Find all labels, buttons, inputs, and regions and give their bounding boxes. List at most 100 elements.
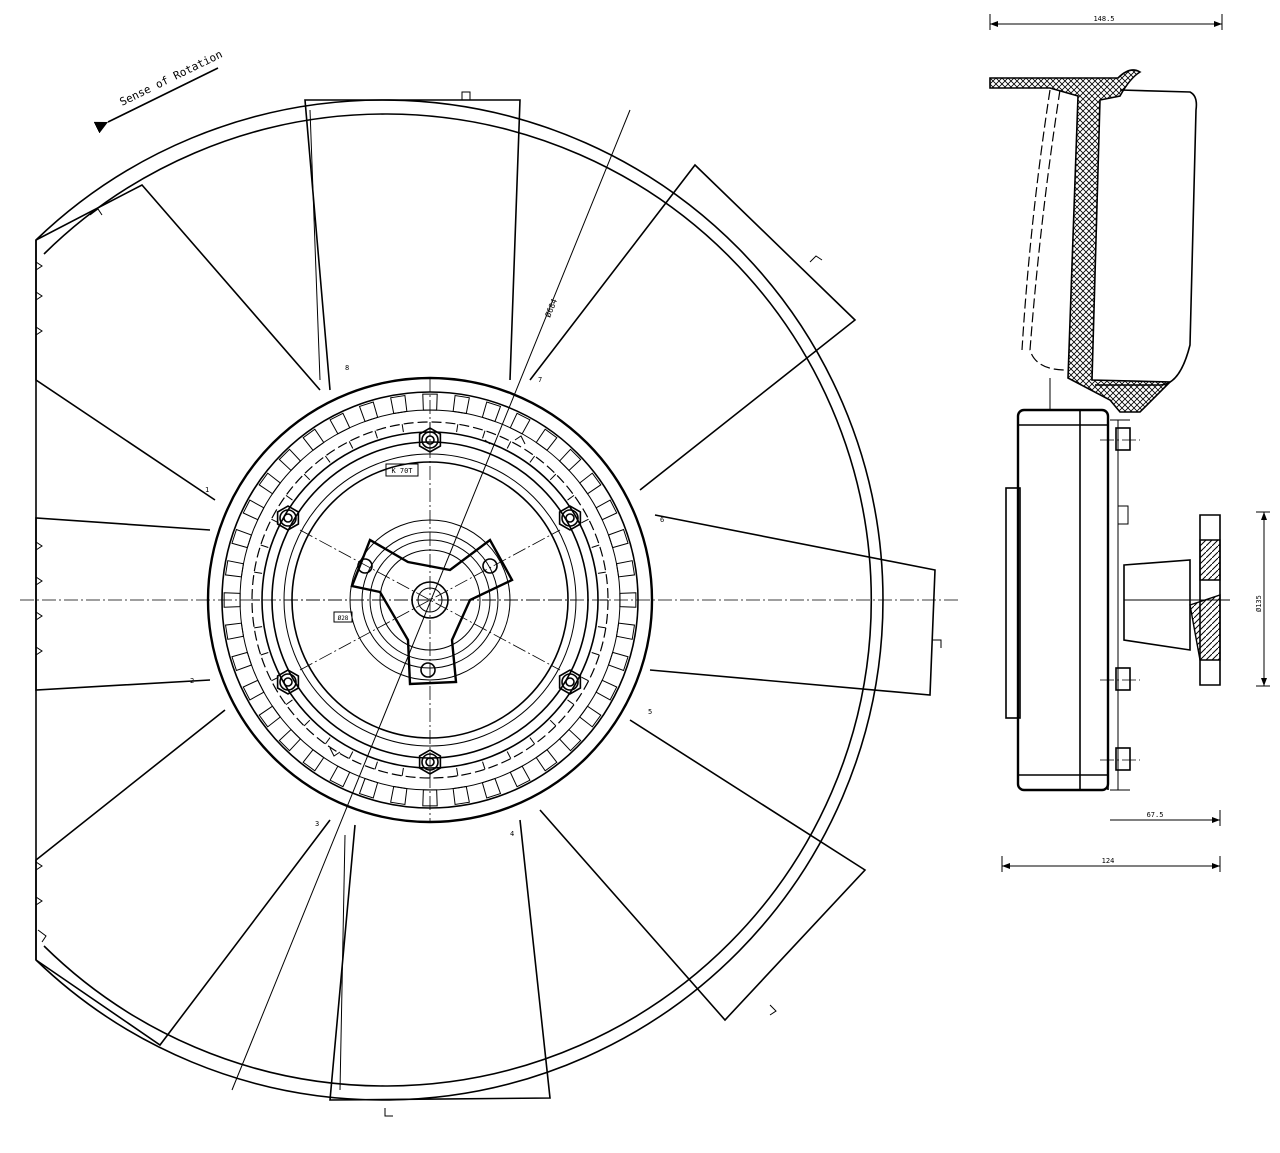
fin-tick bbox=[260, 652, 269, 656]
dim-depth-bottom: 67.5 bbox=[1110, 810, 1221, 826]
cooling-fin bbox=[422, 393, 438, 411]
fin-tick bbox=[303, 473, 311, 481]
cooling-fin bbox=[242, 679, 265, 701]
fin-tick bbox=[567, 494, 575, 501]
cooling-fin bbox=[231, 651, 253, 672]
left-break-lines bbox=[35, 261, 43, 906]
cooling-fin bbox=[607, 651, 629, 672]
fin-tick bbox=[324, 455, 331, 463]
fin-tick bbox=[285, 494, 293, 501]
center-tag: Ø28 bbox=[338, 615, 349, 622]
clutch-body bbox=[1005, 378, 1130, 792]
blade-bottom bbox=[329, 819, 551, 1101]
blade-top-left bbox=[35, 183, 321, 501]
cooling-fin bbox=[302, 428, 325, 451]
cooling-fin bbox=[422, 789, 438, 807]
blade-number-6: 6 bbox=[660, 516, 664, 524]
fin-tick bbox=[581, 518, 589, 524]
cooling-fin bbox=[258, 472, 281, 495]
dim-width-top: 148.5 bbox=[989, 14, 1223, 30]
fin-tick bbox=[597, 626, 606, 629]
dim-depth-bottom-label: 67.5 bbox=[1147, 811, 1164, 819]
blade-number-3: 3 bbox=[315, 820, 319, 828]
cooling-fin bbox=[258, 705, 281, 728]
fin-tick bbox=[549, 473, 557, 481]
outer-ring bbox=[35, 91, 942, 1117]
cooling-fin bbox=[358, 777, 379, 799]
cooling-fin bbox=[278, 448, 302, 472]
cooling-fin bbox=[535, 428, 558, 451]
hub-bolts bbox=[276, 427, 582, 775]
fin-tick bbox=[581, 676, 589, 682]
blade-top bbox=[304, 99, 521, 391]
hub-tag: K 70T bbox=[391, 467, 413, 475]
dim-width-top-label: 148.5 bbox=[1093, 15, 1114, 23]
fin-tick bbox=[506, 751, 512, 759]
fin-tick bbox=[482, 761, 486, 770]
fin-tick bbox=[529, 455, 536, 463]
blade-number-2: 2 bbox=[190, 677, 194, 685]
blade-number-4: 4 bbox=[510, 830, 514, 838]
fin-tick bbox=[324, 737, 331, 745]
cooling-fin bbox=[579, 472, 602, 495]
cooling-fin bbox=[452, 785, 470, 806]
fin-tick bbox=[591, 544, 600, 548]
fin-tick bbox=[591, 652, 600, 656]
cooling-fin bbox=[558, 728, 582, 752]
cooling-fin bbox=[329, 765, 351, 788]
blade-number-7: 7 bbox=[538, 376, 542, 384]
blade-right-lower bbox=[649, 514, 936, 696]
cooling-fin bbox=[579, 705, 602, 728]
cooling-fin bbox=[302, 749, 325, 772]
fin-tick bbox=[254, 571, 263, 574]
fin-tick bbox=[374, 430, 378, 439]
cooling-fin bbox=[452, 394, 470, 415]
cooling-fin bbox=[595, 679, 618, 701]
rotation-label: Sense of Rotation bbox=[118, 48, 225, 109]
fin-tick bbox=[401, 767, 404, 776]
fin-tick bbox=[260, 544, 269, 548]
bolt bbox=[276, 505, 300, 531]
cooling-fin bbox=[607, 528, 629, 549]
bolt bbox=[558, 669, 582, 695]
cooling-fin bbox=[224, 622, 245, 640]
cooling-fin bbox=[390, 785, 408, 806]
side-view: 148.5 bbox=[989, 14, 1270, 872]
cooling-fin bbox=[619, 592, 637, 608]
cooling-fin bbox=[595, 499, 618, 521]
blade-number-8: 8 bbox=[345, 364, 349, 372]
dim-total-depth: 124 bbox=[1001, 856, 1221, 872]
cooling-fin bbox=[329, 412, 351, 435]
fin-tick bbox=[348, 751, 354, 759]
hub-flange bbox=[1123, 514, 1230, 686]
fin-tick bbox=[506, 441, 512, 449]
bolt bbox=[276, 669, 300, 695]
blade-number-1: 1 bbox=[205, 486, 209, 494]
fin-tick bbox=[401, 424, 404, 433]
front-view: 1 2 3 4 5 6 7 8 K bbox=[20, 48, 960, 1117]
dim-hub-diameter-label: Ø135 bbox=[1255, 595, 1263, 612]
cooling-fin bbox=[615, 560, 636, 578]
blade-right-upper bbox=[529, 163, 857, 491]
cooling-fin bbox=[509, 765, 531, 788]
cooling-fin bbox=[481, 401, 502, 423]
cooling-fins bbox=[223, 393, 637, 807]
cooling-fin bbox=[223, 592, 241, 608]
fin-tick bbox=[456, 767, 459, 776]
blade-left bbox=[35, 517, 211, 691]
cooling-fin bbox=[558, 448, 582, 472]
fin-tick bbox=[374, 761, 378, 770]
cooling-fin bbox=[224, 560, 245, 578]
centerlines bbox=[20, 109, 960, 1091]
fin-tick bbox=[567, 699, 575, 706]
cooling-fin bbox=[278, 728, 302, 752]
dim-total-depth-label: 124 bbox=[1102, 857, 1115, 865]
cooling-fin bbox=[535, 749, 558, 772]
fin-tick bbox=[597, 571, 606, 574]
cooling-fin bbox=[358, 401, 379, 423]
fin-tick bbox=[348, 441, 354, 449]
blade-bottom-left bbox=[35, 709, 331, 1047]
outer-diameter-label: Ø684 bbox=[543, 297, 560, 319]
fin-tick bbox=[285, 699, 293, 706]
